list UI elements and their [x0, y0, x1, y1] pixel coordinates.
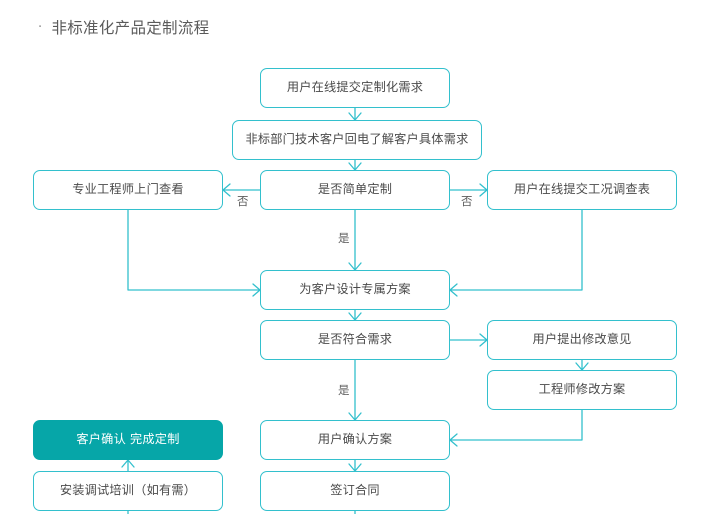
edge-label-no-right: 否: [461, 194, 473, 208]
node-department-callback[interactable]: 非标部门技术客户回电了解客户具体需求: [232, 120, 482, 160]
edge-label-no-left: 否: [237, 194, 249, 208]
node-meets-requirements[interactable]: 是否符合需求: [260, 320, 450, 360]
edge-label-yes-lower: 是: [338, 383, 350, 397]
edge-n5-n6: [449, 209, 583, 291]
node-engineer-onsite-visit[interactable]: 专业工程师上门查看: [33, 170, 223, 210]
node-installation-training[interactable]: 安装调试培训（如有需）: [33, 471, 223, 511]
arrowhead-n3-n4: [222, 183, 231, 197]
edge-label-yes-upper: 是: [338, 231, 350, 245]
edge-n9-n10: [449, 409, 583, 441]
node-sign-contract[interactable]: 签订合同: [260, 471, 450, 511]
node-submit-condition-form[interactable]: 用户在线提交工况调查表: [487, 170, 677, 210]
page-title: · 非标准化产品定制流程: [38, 18, 209, 38]
node-user-revision-feedback[interactable]: 用户提出修改意见: [487, 320, 677, 360]
node-customer-confirm-complete[interactable]: 客户确认 完成定制: [33, 420, 223, 460]
node-user-confirm-plan[interactable]: 用户确认方案: [260, 420, 450, 460]
edge-n4-n6: [127, 209, 261, 291]
node-engineer-revise-plan[interactable]: 工程师修改方案: [487, 370, 677, 410]
node-design-exclusive-plan[interactable]: 为客户设计专属方案: [260, 270, 450, 310]
node-user-submit-request[interactable]: 用户在线提交定制化需求: [260, 68, 450, 108]
arrowhead-n13-n12: [121, 459, 135, 468]
arrowhead-n5-n6: [449, 283, 458, 297]
arrowhead-n9-n10: [449, 433, 458, 447]
node-is-simple-customization[interactable]: 是否简单定制: [260, 170, 450, 210]
page-title-text: 非标准化产品定制流程: [51, 19, 210, 37]
bullet-marker: ·: [38, 20, 43, 35]
